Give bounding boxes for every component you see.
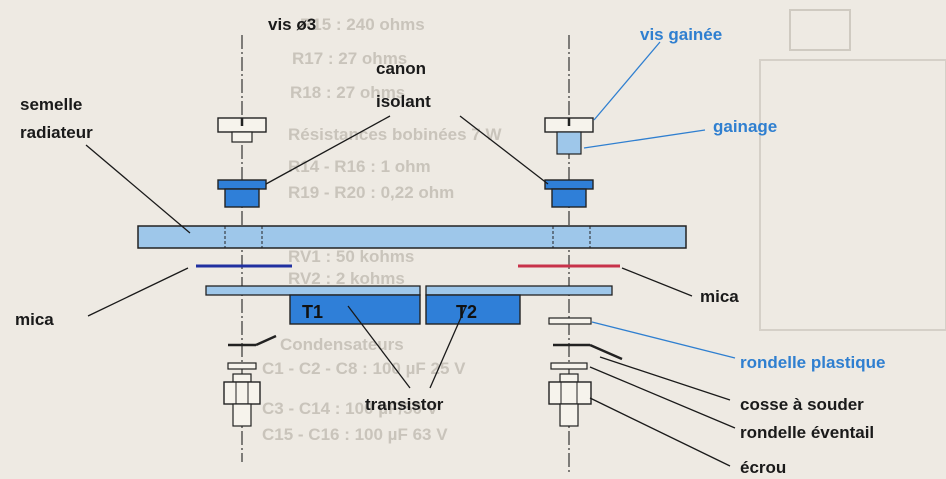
t2-body [425,294,521,325]
right-solder-lug [553,343,623,361]
bg-line-7: RV1 : 50 kohms [288,247,414,266]
leader-eventail [589,366,736,429]
bg-line-9: Condensateurs [280,335,404,354]
bg-line-3: R18 : 27 ohms [290,83,405,102]
leader-rondelle-plastique [591,321,736,359]
label-rondelle-plastique: rondelle plastique [740,353,885,372]
bg-line-5: R14 - R16 : 1 ohm [288,157,431,176]
label-vis-gainee: vis gainée [640,25,722,44]
label-mica-right: mica [700,287,739,306]
right-nut [548,373,592,427]
bg-line-2: R17 : 27 ohms [292,49,407,68]
leader-canon-left [265,115,391,185]
left-lock-washer [227,362,257,370]
right-plastic-washer [548,317,592,325]
label-cosse: cosse à souder [740,395,864,414]
label-canon: canon [376,59,426,78]
left-bushing [217,179,267,208]
label-mica-left: mica [15,310,54,329]
label-t1: T1 [302,302,323,322]
bg-box [789,9,851,51]
leader-gainage [583,129,706,149]
label-ecrou: écrou [740,458,786,477]
leader-vis-gainee [593,41,661,121]
bg-line-8: RV2 : 2 kohms [288,269,405,288]
background-text: R15 : 240 ohms R17 : 27 ohms R18 : 27 oh… [262,9,946,444]
right-lock-washer [550,362,588,370]
t1-tab [205,285,421,296]
label-transistor: transistor [365,395,444,414]
heatsink-plate [137,225,687,249]
leader-ecrou [589,397,731,467]
left-screw [217,117,267,143]
leader-canon-right [459,115,549,185]
bg-line-1: R15 : 240 ohms [300,15,425,34]
label-vis: vis ø3 [268,15,316,34]
leader-mica-left [87,267,189,317]
label-radiateur: radiateur [20,123,93,142]
leader-mica-right [621,267,693,297]
right-bushing [544,179,594,208]
leader-lines [85,115,736,467]
label-semelle: semelle [20,95,82,114]
label-gainage: gainage [713,117,777,136]
bg-line-11: C3 - C14 : 100 µF/50 V [262,399,439,418]
t1-body [289,294,421,325]
bg-line-4: Résistances bobinées 7 W [288,125,502,144]
label-rondelle-eventail: rondelle éventail [740,423,874,442]
label-isolant: isolant [376,92,431,111]
left-nut [223,373,261,427]
bg-line-10: C1 - C2 - C8 : 100 µF 25 V [262,359,466,378]
leader-semelle [85,144,191,234]
leader-lines-blue [583,41,736,359]
right-sheathed-screw [544,117,594,155]
bg-line-6: R19 - R20 : 0,22 ohm [288,183,454,202]
bg-line-12: C15 - C16 : 100 µF 63 V [262,425,448,444]
label-t2: T2 [456,302,477,322]
leader-cosse [599,356,731,401]
t2-tab [425,285,613,296]
bg-panel [759,59,946,331]
left-solder-lug [228,334,277,347]
leader-transistor-t1 [347,305,411,389]
leader-transistor-t2 [429,305,467,389]
